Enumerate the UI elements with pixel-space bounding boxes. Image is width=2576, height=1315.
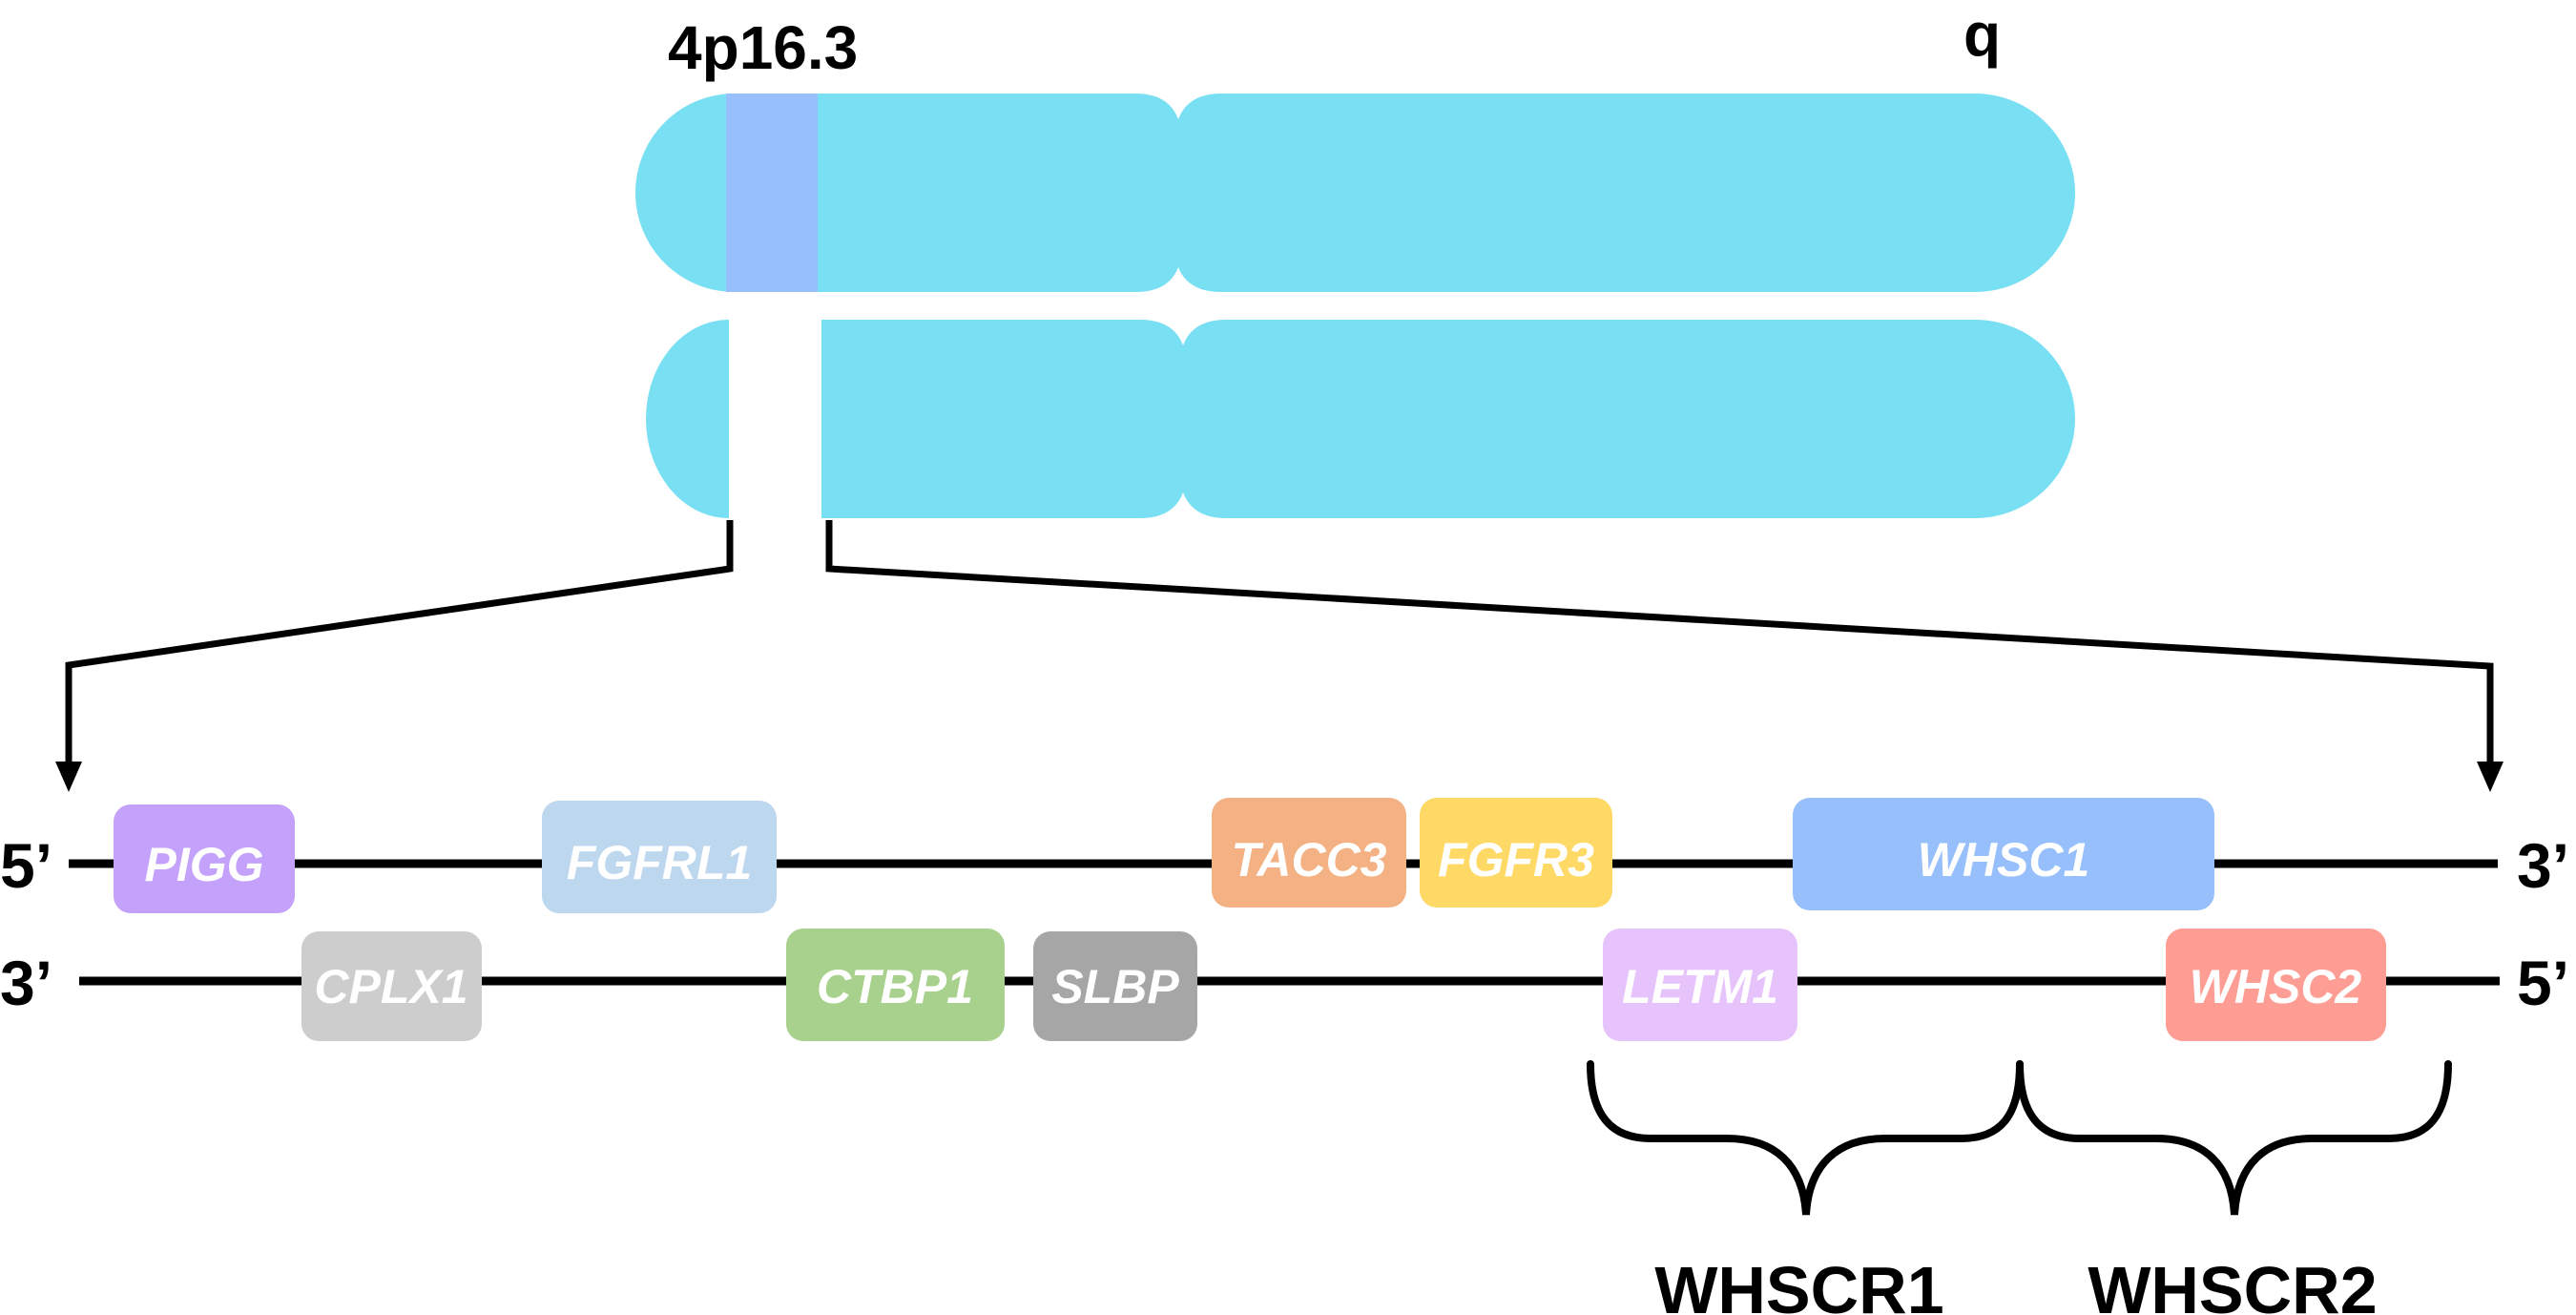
- gene-ctbp1: CTBP1: [786, 929, 1005, 1041]
- brace-whscr2: [2016, 1060, 2452, 1216]
- gene-box: [1603, 929, 1797, 1041]
- gene-box: [542, 801, 777, 913]
- gene-label: TACC3: [1232, 833, 1387, 887]
- gene-fgfr3: FGFR3: [1420, 798, 1612, 908]
- deleted-chromosome-body: [821, 320, 2075, 518]
- deleted-chromosome: [646, 320, 2075, 518]
- top-strand-left-label: 5’: [0, 830, 52, 901]
- gene-cplx1: CPLX1: [301, 931, 482, 1041]
- gene-label: FGFRL1: [567, 836, 752, 889]
- gene-label: SLBP: [1051, 960, 1179, 1013]
- zoom-bracket: [65, 520, 2494, 763]
- region-label-whscr2: WHSCR2: [2088, 1253, 2377, 1315]
- gene-label: CTBP1: [817, 960, 973, 1013]
- gene-label: WHSC1: [1918, 833, 2090, 887]
- gene-box: [1033, 931, 1197, 1041]
- gene-whsc2: WHSC2: [2166, 929, 2386, 1041]
- normal-chromosome-p-arm: [635, 94, 2075, 292]
- gene-box: [786, 929, 1005, 1041]
- deleted-chromosome-terminal-piece: [646, 320, 729, 518]
- gene-box: [114, 804, 295, 913]
- gene-slbp: SLBP: [1033, 931, 1197, 1041]
- deleted-band-4p16-3: [726, 94, 818, 292]
- region-label-whscr1: WHSCR1: [1654, 1253, 1943, 1315]
- band-label: 4p16.3: [668, 13, 858, 82]
- gene-whsc1: WHSC1: [1793, 798, 2214, 910]
- top-strand-right-label: 3’: [2517, 830, 2569, 901]
- zoom-bracket-left: [65, 520, 734, 763]
- arrow-down-right-icon: [2477, 762, 2503, 792]
- brace-whscr1: [1587, 1060, 2024, 1216]
- gene-label: LETM1: [1622, 960, 1778, 1013]
- gene-fgfrl1: FGFRL1: [542, 801, 777, 913]
- gene-box: [2166, 929, 2386, 1041]
- gene-tacc3: TACC3: [1212, 798, 1406, 908]
- bottom-strand-right-label: 5’: [2517, 948, 2569, 1018]
- gene-letm1: LETM1: [1603, 929, 1797, 1041]
- normal-chromosome: [635, 94, 2075, 292]
- gene-label: CPLX1: [314, 960, 467, 1013]
- gene-label: PIGG: [144, 838, 263, 891]
- gene-box: [1793, 798, 2214, 910]
- arrow-down-left-icon: [55, 762, 82, 792]
- gene-box: [1212, 798, 1406, 908]
- gene-label: FGFR3: [1438, 833, 1594, 887]
- bottom-strand-left-label: 3’: [0, 948, 52, 1018]
- gene-box: [301, 931, 482, 1041]
- zoom-bracket-right: [825, 520, 2494, 763]
- gene-pigg: PIGG: [114, 804, 295, 913]
- gene-label: WHSC2: [2190, 960, 2362, 1013]
- q-arm-label: q: [1963, 0, 2001, 69]
- gene-box: [1420, 798, 1612, 908]
